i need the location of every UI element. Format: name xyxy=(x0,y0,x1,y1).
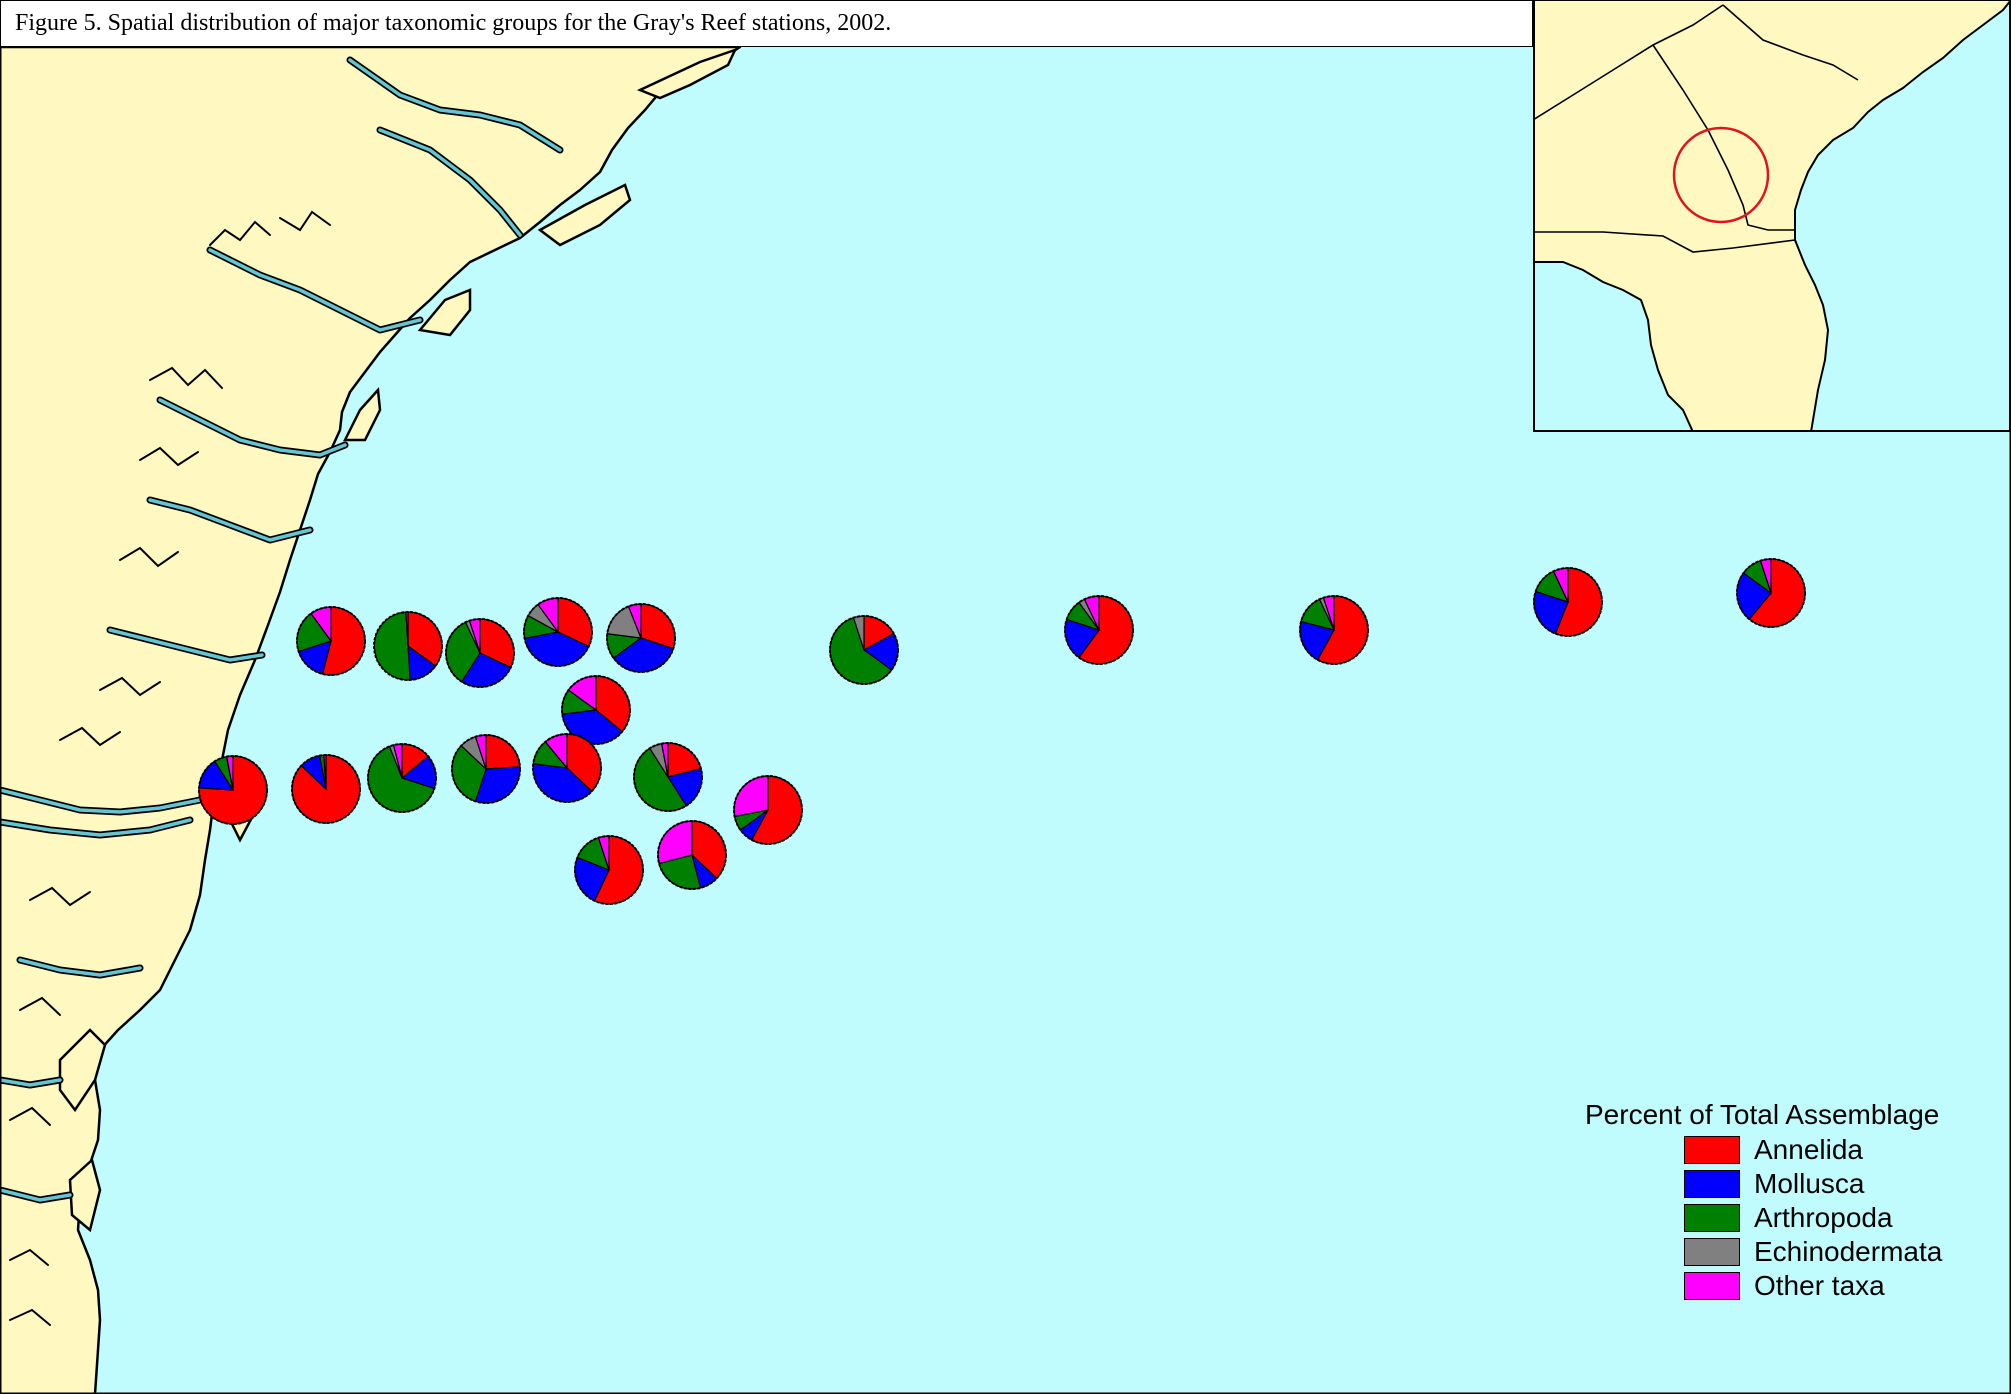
pie-outline xyxy=(733,775,803,845)
pie-outline xyxy=(296,606,366,676)
pie-outline xyxy=(198,755,268,825)
pie-outline xyxy=(657,820,727,890)
pie-outline xyxy=(451,734,521,804)
legend-label-other-taxa: Other taxa xyxy=(1754,1270,1885,1301)
station-pie xyxy=(606,603,676,673)
pie-outline xyxy=(574,835,644,905)
station-pie xyxy=(291,754,361,824)
barrier-island xyxy=(417,288,472,337)
pie-outline xyxy=(829,615,899,685)
legend-swatch-echinodermata xyxy=(1684,1238,1740,1266)
station-pie xyxy=(373,611,443,681)
station-pie xyxy=(445,618,515,688)
station-pie xyxy=(574,835,644,905)
legend-swatch-mollusca xyxy=(1684,1170,1740,1198)
figure-title: Figure 5. Spatial distribution of major … xyxy=(0,0,1533,47)
legend-label-annelida: Annelida xyxy=(1754,1134,1863,1165)
inset-land xyxy=(1533,0,2011,432)
pie-outline xyxy=(1299,595,1369,665)
legend-swatch-annelida xyxy=(1684,1136,1740,1164)
rivers-fill xyxy=(0,58,562,1202)
pie-outline xyxy=(606,603,676,673)
inset-frame xyxy=(1533,0,2011,432)
legend-label-echinodermata: Echinodermata xyxy=(1754,1236,1943,1267)
pie-outline xyxy=(445,618,515,688)
barrier-island xyxy=(68,1157,102,1233)
pie-outline xyxy=(523,597,593,667)
legend-item-annelida: Annelida xyxy=(1684,1133,2005,1167)
inset-borders xyxy=(1533,4,1859,253)
station-pie xyxy=(1064,595,1134,665)
station-pie xyxy=(523,597,593,667)
station-pie xyxy=(296,606,366,676)
pie-outline xyxy=(367,743,437,813)
pie-outline xyxy=(633,742,703,812)
legend-label-mollusca: Mollusca xyxy=(1754,1168,1865,1199)
station-pie xyxy=(1533,567,1603,637)
station-pie xyxy=(367,743,437,813)
legend-label-arthropoda: Arthropoda xyxy=(1754,1202,1893,1233)
station-pie xyxy=(657,820,727,890)
station-pie xyxy=(1299,595,1369,665)
pie-outline xyxy=(1064,595,1134,665)
legend-title: Percent of Total Assemblage xyxy=(1585,1099,1940,1130)
pie-outline xyxy=(561,675,631,745)
barrier-island xyxy=(537,183,632,247)
legend-item-arthropoda: Arthropoda xyxy=(1684,1201,2005,1235)
station-pie xyxy=(198,755,268,825)
station-pie xyxy=(733,775,803,845)
barrier-island xyxy=(342,387,382,442)
station-pie xyxy=(633,742,703,812)
legend-swatch-other-taxa xyxy=(1684,1272,1740,1300)
pie-outline xyxy=(1533,567,1603,637)
barrier-island xyxy=(636,47,738,100)
pie-outline xyxy=(373,611,443,681)
coastline-land xyxy=(0,45,742,1394)
barrier-island xyxy=(58,1028,107,1113)
station-pie xyxy=(451,734,521,804)
station-pie xyxy=(532,733,602,803)
pie-outline xyxy=(1736,558,1806,628)
legend-swatch-arthropoda xyxy=(1684,1204,1740,1232)
pie-outline xyxy=(532,733,602,803)
station-pie xyxy=(829,615,899,685)
legend-item-echinodermata: Echinodermata xyxy=(1684,1235,2005,1269)
legend: Percent of Total Assemblage Annelida Mol… xyxy=(1585,1099,2005,1303)
station-pies xyxy=(198,558,1806,905)
legend-item-other-taxa: Other taxa xyxy=(1684,1269,2005,1303)
pie-outline xyxy=(291,754,361,824)
locator-inset-map xyxy=(1533,0,2011,432)
locator-circle xyxy=(1672,126,1770,224)
tidal-creeks xyxy=(9,210,331,1326)
legend-item-mollusca: Mollusca xyxy=(1684,1167,2005,1201)
station-pie xyxy=(1736,558,1806,628)
